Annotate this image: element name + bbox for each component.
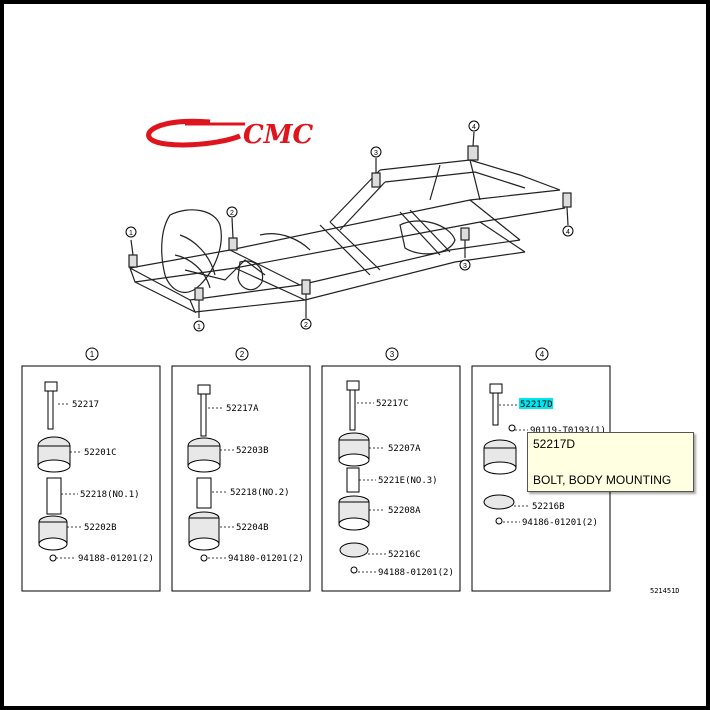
part-label: 52208A	[388, 506, 421, 516]
svg-text:1: 1	[197, 324, 201, 331]
part-label: 52217C	[376, 399, 409, 409]
part-label: 52217A	[226, 404, 259, 414]
svg-text:3: 3	[374, 150, 378, 157]
logo-text: CMC	[243, 120, 313, 150]
panel-4: 4 52217D 90119-T0193(1) 52216B 94186-012…	[471, 347, 611, 592]
tooltip-part-description: BOLT, BODY MOUNTING	[533, 473, 672, 487]
part-label-highlighted[interactable]: 52217D	[520, 400, 553, 410]
frame-callout-2a: 2	[226, 206, 238, 218]
part-tooltip: 52217D BOLT, BODY MOUNTING	[527, 432, 694, 492]
part-label: 52216C	[388, 550, 421, 560]
svg-text:1: 1	[129, 230, 133, 237]
frame-callout-4a: 4	[468, 120, 480, 132]
part-label: 94186-01201(2)	[522, 518, 598, 528]
panel-2-number: 2	[240, 350, 245, 359]
part-label: 52203B	[236, 446, 269, 456]
part-label: 52204B	[236, 523, 269, 533]
panel-4-number: 4	[540, 350, 545, 359]
svg-text:4: 4	[472, 124, 476, 131]
part-label: 94188-01201(2)	[78, 554, 154, 564]
panel-2: 2 52217A 52203B 52218(NO.2) 52204B 94180…	[171, 347, 311, 592]
highlight-marker	[519, 398, 553, 409]
panel-1-number: 1	[90, 350, 95, 359]
svg-text:2: 2	[230, 210, 234, 217]
frame-callouts: 1 2 1 2 3 4 3 4	[125, 120, 574, 332]
svg-text:3: 3	[463, 263, 467, 270]
part-label: 52216B	[532, 502, 565, 512]
frame-callout-3a: 3	[370, 146, 382, 158]
frame-callout-3b: 3	[459, 259, 471, 271]
part-label: 52202B	[84, 523, 117, 533]
svg-text:2: 2	[304, 322, 308, 329]
part-label: 52201C	[84, 448, 117, 458]
part-label: 52217	[72, 400, 99, 410]
frame-callout-1b: 1	[193, 320, 205, 332]
part-label: 5221E(NO.3)	[378, 476, 438, 486]
part-label: 52207A	[388, 444, 421, 454]
panel-3-number: 3	[390, 350, 395, 359]
part-label: 52218(NO.1)	[80, 490, 140, 500]
panel-3: 3 52217C 52207A 5221E(NO.3) 52208A 5	[321, 347, 461, 592]
frame-callout-2b: 2	[300, 318, 312, 330]
part-label: 94188-01201(2)	[378, 568, 454, 578]
part-label: 90119-T0193(1)	[530, 426, 606, 436]
panel-1: 1 52217 52201C 52218(NO.1) 52202B 94188-…	[21, 347, 161, 592]
tooltip-part-code: 52217D	[533, 437, 576, 451]
svg-text:4: 4	[566, 229, 570, 236]
chassis-frame-drawing	[128, 131, 572, 318]
frame-callout-1a: 1	[125, 226, 137, 238]
part-label: 94180-01201(2)	[228, 554, 304, 564]
part-label: 52218(NO.2)	[230, 488, 290, 498]
frame-callout-4b: 4	[562, 225, 574, 237]
brand-logo: CMC	[146, 118, 313, 150]
document-id: 521451D	[650, 587, 680, 595]
